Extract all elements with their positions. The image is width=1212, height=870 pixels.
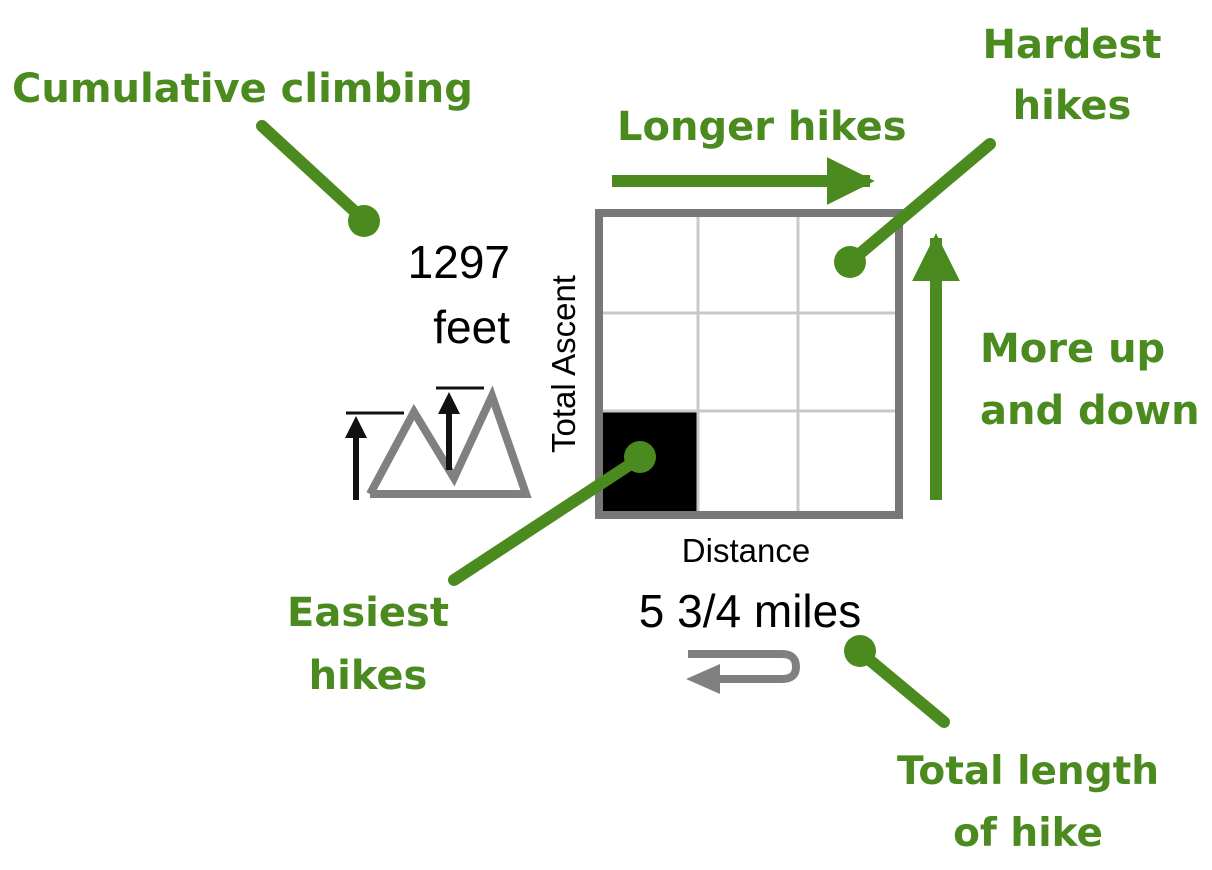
callout-easiest-hikes	[448, 441, 656, 586]
annotation-total-length-line1: Total length	[897, 749, 1159, 794]
mountain-ascent-icon	[345, 385, 532, 500]
annotation-total-length-line2: of hike	[953, 811, 1103, 856]
annotation-easiest-line2: hikes	[309, 653, 428, 699]
callout-total-length	[844, 635, 950, 728]
ascent-value: 1297	[408, 236, 510, 288]
annotation-more-up-line1: More up	[980, 326, 1165, 372]
y-axis-label: Total Ascent	[545, 275, 582, 453]
annotation-hardest-line1: Hardest	[983, 22, 1162, 68]
annotation-more-up-line2: and down	[980, 388, 1200, 434]
grid-border	[595, 209, 903, 519]
distance-value: 5 3/4 miles	[639, 585, 861, 637]
difficulty-grid	[595, 209, 903, 519]
annotation-easiest-line1: Easiest	[287, 590, 449, 636]
x-axis-label: Distance	[682, 532, 810, 569]
callout-hardest-hikes	[834, 138, 996, 278]
annotation-cumulative-climbing: Cumulative climbing	[12, 66, 473, 112]
annotation-longer-hikes: Longer hikes	[617, 104, 907, 150]
callout-cumulative-climbing	[256, 120, 380, 237]
return-arrow-icon	[686, 650, 801, 694]
annotation-hardest-line2: hikes	[1013, 83, 1132, 129]
ascent-unit: feet	[433, 301, 510, 353]
